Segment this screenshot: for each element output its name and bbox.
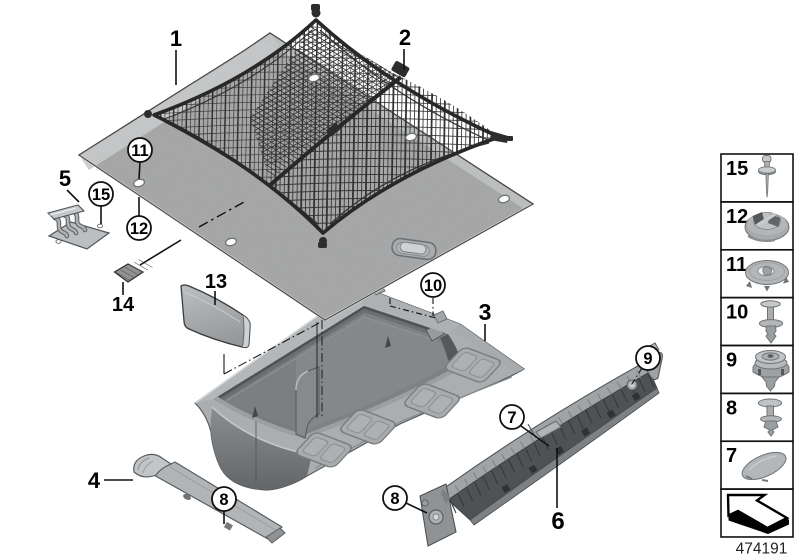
svg-text:9: 9 <box>643 350 652 368</box>
svg-text:2: 2 <box>399 25 411 50</box>
svg-text:15: 15 <box>726 158 748 180</box>
svg-text:3: 3 <box>479 299 492 325</box>
svg-text:8: 8 <box>390 490 399 508</box>
svg-text:13: 13 <box>205 271 227 293</box>
svg-text:7: 7 <box>726 445 737 467</box>
svg-text:10: 10 <box>726 302 748 324</box>
svg-text:474191: 474191 <box>736 541 788 558</box>
svg-text:12: 12 <box>726 206 748 228</box>
svg-text:4: 4 <box>88 468 101 493</box>
svg-text:11: 11 <box>131 142 148 160</box>
svg-text:1: 1 <box>170 26 182 51</box>
svg-text:8: 8 <box>219 491 228 509</box>
svg-text:8: 8 <box>726 397 737 419</box>
svg-text:12: 12 <box>130 220 148 238</box>
svg-text:14: 14 <box>112 294 135 316</box>
svg-text:9: 9 <box>726 350 737 372</box>
svg-text:15: 15 <box>92 186 110 204</box>
svg-text:6: 6 <box>551 508 564 535</box>
svg-text:7: 7 <box>507 409 516 427</box>
svg-text:5: 5 <box>59 166 71 191</box>
svg-text:11: 11 <box>726 254 747 276</box>
svg-text:10: 10 <box>424 277 442 295</box>
